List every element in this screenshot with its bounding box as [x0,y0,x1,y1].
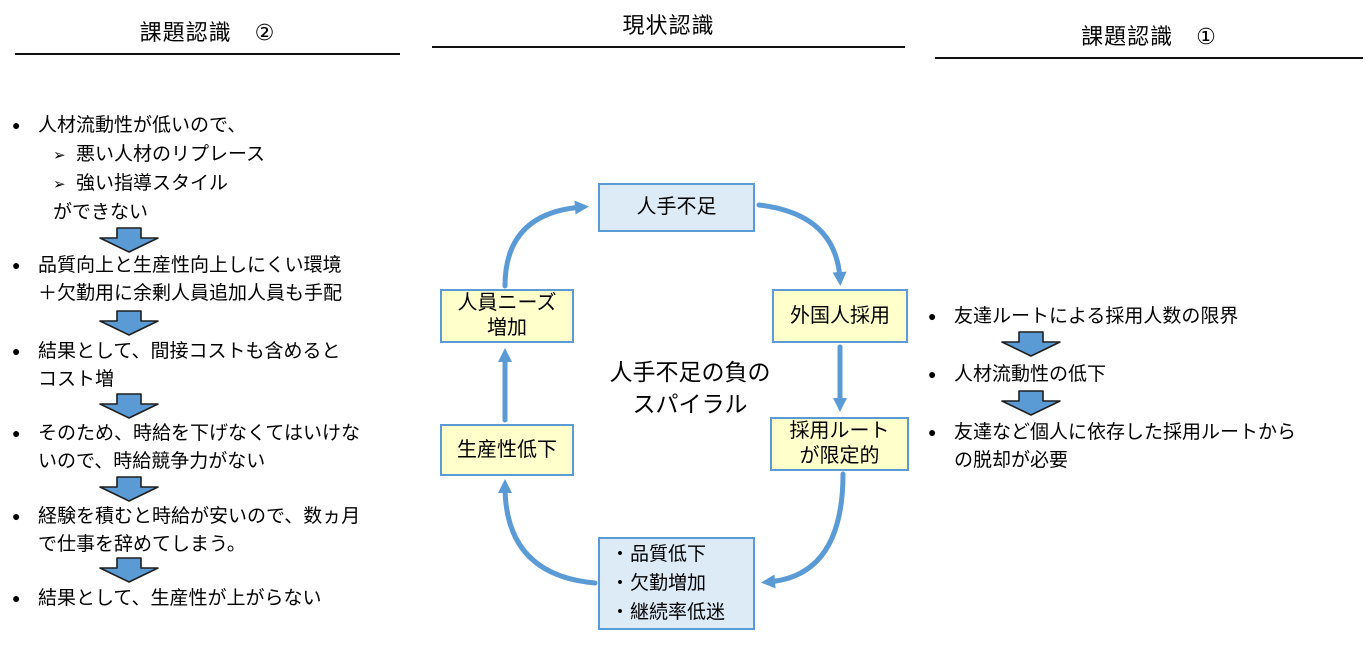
bullet-item: ● 友達ルートによる採用人数の限界 [928,303,1238,330]
bullet-icon: ● [12,257,21,273]
bullet-text: 人材流動性の低下 [954,364,1107,385]
bullet-item: ● 品質向上と生産性向上しにくい環境 [12,252,342,279]
sub-bullet-icon: ➢ [53,147,66,164]
down-block-arrow-icon [99,393,159,419]
bullet-icon: ● [928,366,937,382]
bullet-text: 友達など個人に依存した採用ルートから [954,422,1297,443]
cycle-node-limited-recruiting-route: 採用ルート が限定的 [770,417,909,471]
cycle-node-staff-needs-increase: 人員ニーズ 増加 [440,289,574,343]
bullet-text: そのため、時給を下げなくてはいけな [38,423,361,444]
down-block-arrow-icon [99,557,159,583]
bullet-text: 結果として、間接コストも含めると [38,341,341,362]
bullet-item: ● 経験を積むと時給が安いので、数ヵ月 [12,503,360,530]
outcome-item: ・品質低下 [610,540,706,569]
sub-bullet-text: 悪い人材のリプレース [76,144,266,165]
dot-icon: ・ [610,573,630,594]
cycle-arrows [498,200,847,589]
bullet-icon: ● [12,590,21,606]
continuation-line: いので、時給競争力がない [38,451,266,472]
bullet-text: 友達ルートによる採用人数の限界 [954,306,1239,327]
bullet-icon: ● [928,308,937,324]
down-block-arrow-icon [99,310,159,336]
bullet-item: ● 結果として、間接コストも含めると [12,338,340,365]
bullet-text: 結果として、生産性が上がらない [38,588,322,609]
continuation-line: の脱却が必要 [954,450,1069,471]
down-block-arrow-icon [99,227,159,253]
bullet-icon: ● [928,424,937,440]
down-block-arrow-icon [1001,331,1061,357]
bullet-item: ● そのため、時給を下げなくてはいけな [12,420,360,447]
cycle-node-labor-shortage: 人手不足 [598,183,755,232]
bullet-item: ● 友達など個人に依存した採用ルートから [928,419,1296,446]
bullet-item: ● 人材流動性が低いので、 [12,112,246,139]
down-block-arrow-icon [1001,390,1061,416]
cycle-node-productivity-decline: 生産性低下 [440,424,574,476]
bullet-item: ● 人材流動性の低下 [928,361,1106,388]
bullet-text: 人材流動性が低いので、 [38,115,247,136]
section-title-issues-1: 課題認識 ① [935,22,1363,59]
bullet-text: 品質向上と生産性向上しにくい環境 [38,255,342,276]
dot-icon: ・ [610,544,630,565]
section-title-current-state: 現状認識 [432,11,905,48]
down-block-arrow-icon [99,476,159,502]
outcome-item: ・継続率低迷 [610,598,725,627]
section-title-issues-2: 課題認識 ② [15,18,400,55]
cycle-node-outcomes: ・品質低下 ・欠勤増加 ・継続率低迷 [598,537,755,630]
bullet-icon: ● [12,343,21,359]
continuation-line: ができない [53,202,149,223]
sub-bullet-text: 強い指導スタイル [76,173,229,194]
sub-bullet-item: ➢ 強い指導スタイル [53,170,228,198]
continuation-line: ＋欠勤用に余剰人員追加人員も手配 [38,283,343,304]
cycle-title: 人手不足の負の スパイラル [609,359,771,417]
continuation-line: コスト増 [38,369,115,390]
bullet-text: 経験を積むと時給が安いので、数ヵ月 [38,506,361,527]
cycle-node-foreign-hiring: 外国人採用 [772,289,908,343]
bullet-icon: ● [12,117,21,133]
dot-icon: ・ [610,602,630,623]
outcome-item: ・欠勤増加 [610,569,706,598]
bullet-icon: ● [12,425,21,441]
continuation-line: で仕事を辞めてしまう。 [38,534,246,555]
sub-bullet-icon: ➢ [53,176,66,193]
bullet-icon: ● [12,508,21,524]
sub-bullet-item: ➢ 悪い人材のリプレース [53,141,265,169]
bullet-item: ● 結果として、生産性が上がらない [12,585,321,612]
